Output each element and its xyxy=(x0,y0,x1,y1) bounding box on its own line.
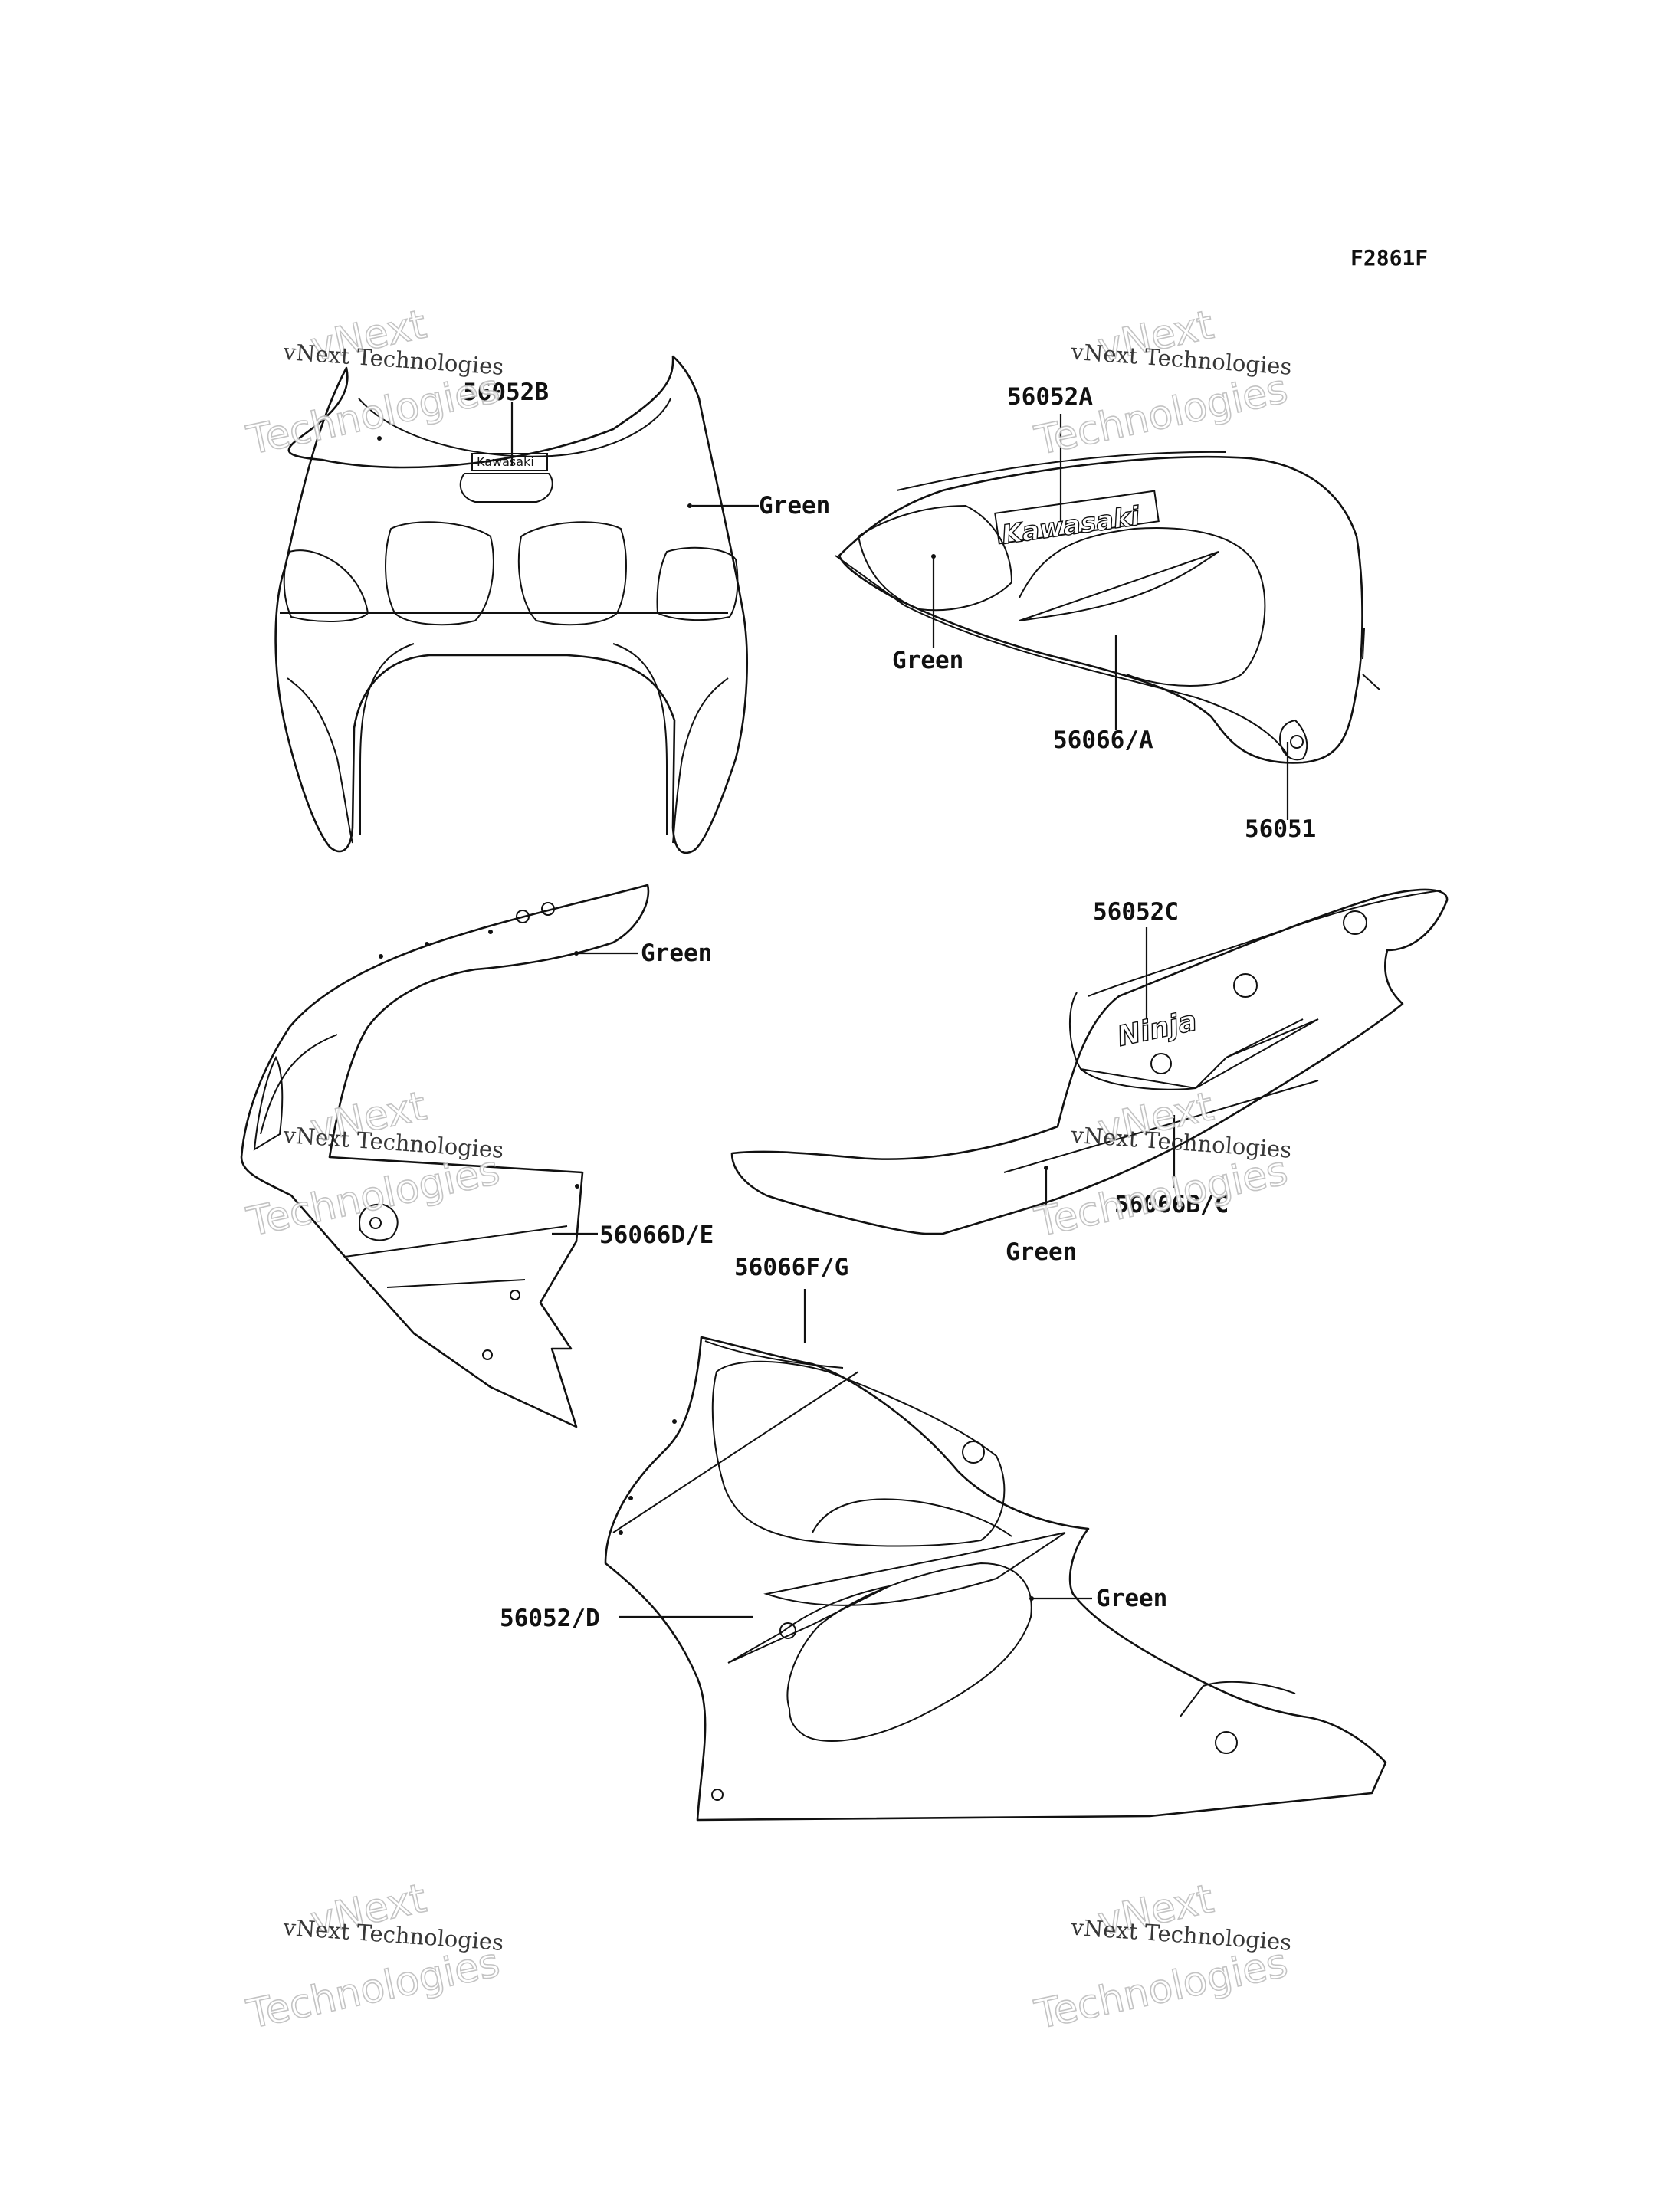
label-56066D-E: 56066D/E xyxy=(599,1221,714,1249)
label-green-tank: Green xyxy=(892,647,963,674)
label-56052A: 56052A xyxy=(1007,383,1093,411)
svg-text:Technologies: Technologies xyxy=(243,1940,504,2038)
watermark-bottom-left: vNext Technologies vNext Technologies xyxy=(242,1875,504,2039)
figure-code: F2861F xyxy=(1350,245,1428,271)
label-56066B-C: 56066B/C xyxy=(1114,1191,1229,1218)
seat-cowl: Ninja xyxy=(730,888,1449,1235)
label-green-side: Green xyxy=(641,939,712,967)
side-cowl-upper xyxy=(240,884,650,1428)
watermark-top-left: vNext Technologies vNext Technologies xyxy=(242,301,504,465)
label-56066-A: 56066/A xyxy=(1053,726,1153,754)
label-56052-D: 56052/D xyxy=(500,1605,600,1632)
leader-lines xyxy=(510,402,1289,1618)
fuel-tank: Kawasaki xyxy=(835,451,1380,764)
svg-text:Technologies: Technologies xyxy=(1031,1940,1291,2038)
label-green-cowl: Green xyxy=(759,492,830,520)
label-56066F-G: 56066F/G xyxy=(734,1254,848,1281)
label-56051: 56051 xyxy=(1245,815,1316,843)
lower-fairing xyxy=(604,1336,1387,1822)
label-56052B: 56052B xyxy=(463,379,549,406)
label-56052C: 56052C xyxy=(1093,898,1179,926)
part-labels: 56052B 56052A Green Green 56066/A 56051 … xyxy=(463,379,1316,1632)
svg-text:Technologies: Technologies xyxy=(1031,366,1291,464)
label-green-lower: Green xyxy=(1096,1585,1167,1612)
front-cowl: Kawasaki xyxy=(274,355,748,854)
label-green-seat: Green xyxy=(1006,1238,1077,1266)
watermark-bottom-right: vNext Technologies vNext Technologies xyxy=(1030,1875,1292,2039)
kawasaki-small-decal: Kawasaki xyxy=(477,454,534,469)
